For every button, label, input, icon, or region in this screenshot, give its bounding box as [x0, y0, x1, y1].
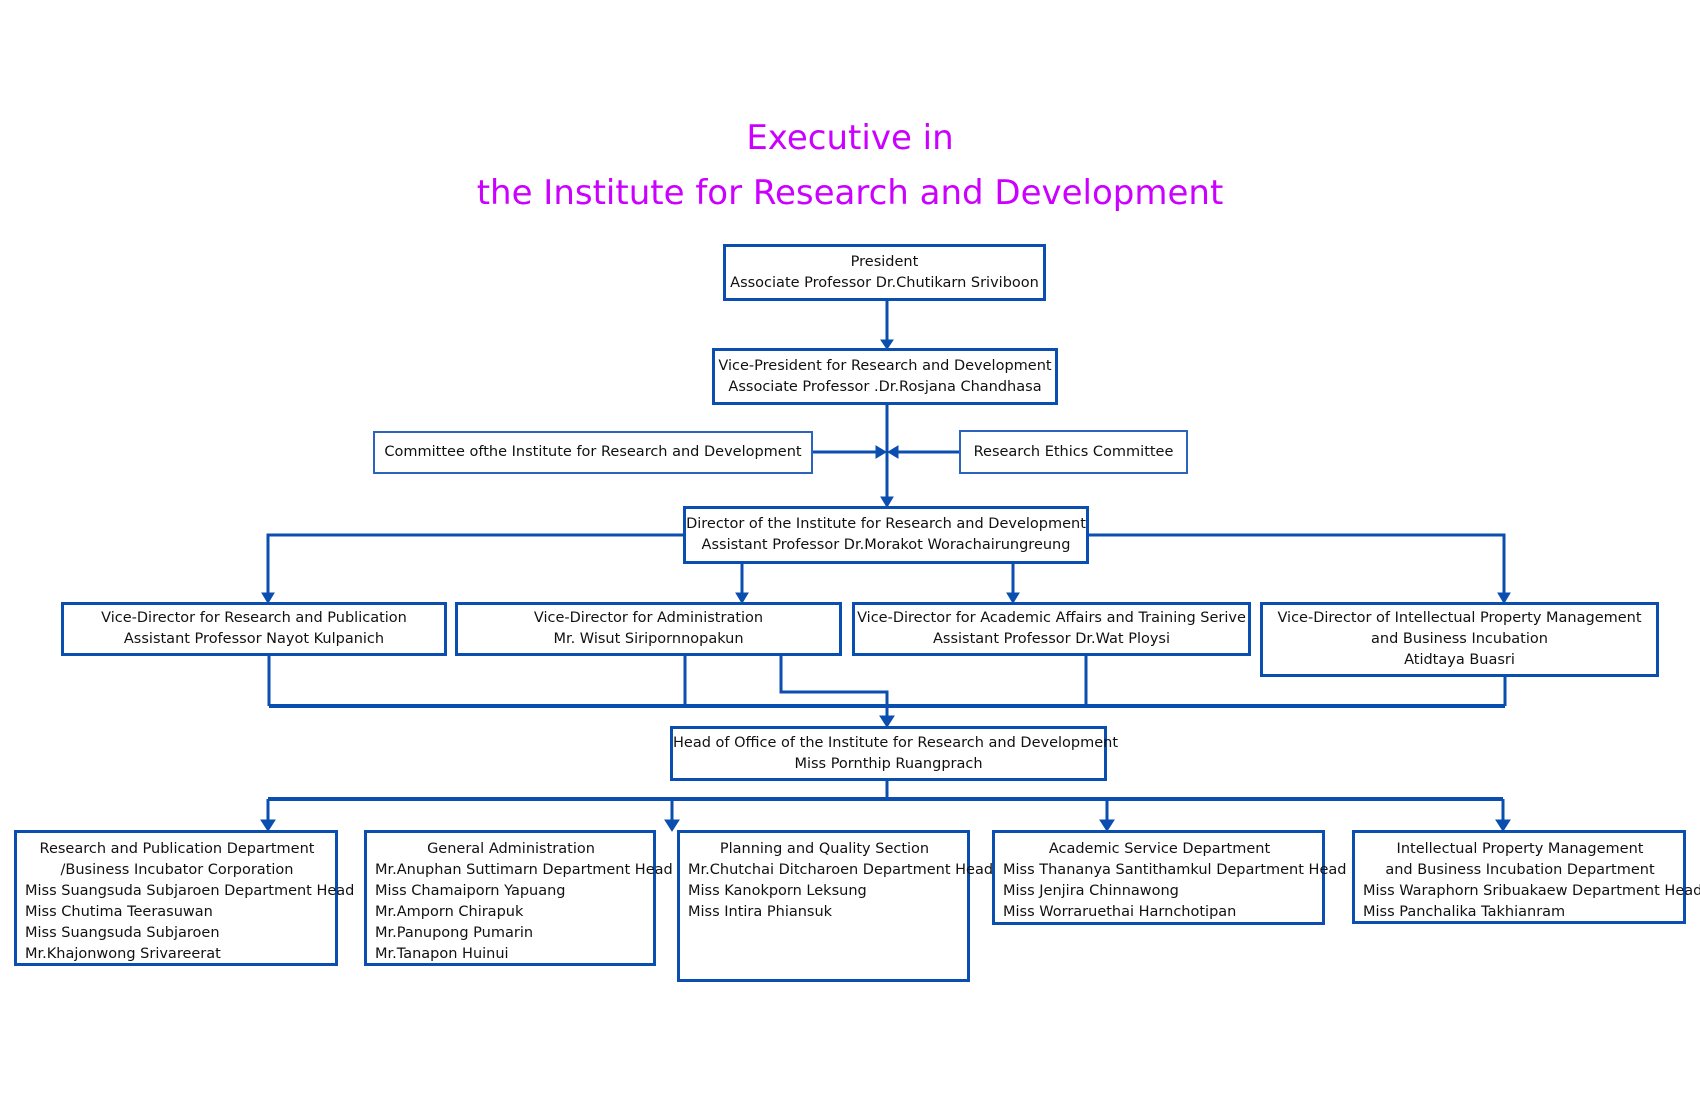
arrowhead-dept5 — [1495, 819, 1511, 832]
arrowhead-head — [879, 715, 895, 728]
department-member: Miss Waraphorn Sribuakaew Department Hea… — [1363, 883, 1700, 899]
director-box: Director of the Institute for Research a… — [683, 506, 1089, 564]
arrowhead-committee — [875, 445, 887, 459]
chart-title-line-1: Executive in — [746, 118, 954, 158]
arrowhead-vd3 — [1006, 592, 1020, 604]
vice-director-name: Atidtaya Buasri — [1404, 652, 1515, 668]
vice-director-name: Assistant Professor Nayot Kulpanich — [123, 631, 385, 647]
department-title-cont: /Business Incubator Corporation — [60, 862, 294, 878]
vice-director-name: Assistant Professor Dr.Wat Ploysi — [932, 631, 1171, 647]
head-of-office-name: Miss Pornthip Ruangprach — [794, 755, 983, 772]
vice-director-box: Vice-Director for Administration Mr. Wis… — [455, 602, 842, 656]
department-title: General Administration — [427, 841, 595, 857]
department-member: Miss Worraruethai Harnchotipan — [1003, 904, 1237, 920]
vice-director-role: Vice-Director of Intellectual Property M… — [1277, 610, 1642, 626]
department-title: Intellectual Property Management — [1396, 841, 1644, 857]
ethics-committee-label: Research Ethics Committee — [973, 443, 1174, 460]
department-title: Research and Publication Department — [39, 841, 315, 857]
vice-director-role: Vice-Director for Academic Affairs and T… — [857, 610, 1246, 626]
vice-director-role-cont: and Business Incubation — [1371, 631, 1548, 647]
vice-president-box: Vice-President for Research and Developm… — [712, 348, 1058, 405]
department-member: Miss Chamaiporn Yapuang — [375, 883, 566, 899]
president-role: President — [850, 253, 919, 270]
department-title-cont: and Business Incubation Department — [1385, 862, 1655, 878]
arrowhead-dept4 — [1099, 819, 1115, 832]
department-box: Academic Service Department Miss Thanany… — [992, 830, 1347, 925]
department-member: Mr.Khajonwong Srivareerat — [25, 946, 221, 962]
department-member: Mr.Anuphan Suttimarn Department Head — [375, 862, 673, 878]
department-member: Mr.Tanapon Huinui — [375, 946, 509, 962]
department-box: General Administration Mr.Anuphan Suttim… — [364, 830, 673, 966]
vice-director-box: Vice-Director for Research and Publicati… — [61, 602, 447, 656]
department-member: Miss Chutima Teerasuwan — [25, 904, 213, 920]
department-member: Miss Suangsuda Subjaroen — [25, 925, 220, 941]
head-of-office-box: Head of Office of the Institute for Rese… — [670, 726, 1119, 781]
arrowhead-dept3 — [664, 819, 680, 832]
department-box: Planning and Quality Section Mr.Chutchai… — [677, 830, 994, 982]
president-box: President Associate Professor Dr.Chutika… — [723, 244, 1046, 301]
arrowhead-vd1 — [261, 592, 275, 604]
vice-director-box: Vice-Director for Academic Affairs and T… — [852, 602, 1251, 656]
connector-director-right — [1089, 533, 1506, 594]
department-box: Intellectual Property Management and Bus… — [1352, 830, 1700, 924]
department-member: Mr.Amporn Chirapuk — [375, 904, 524, 920]
institute-committee-box: Committee ofthe Institute for Research a… — [373, 431, 813, 474]
department-box: Research and Publication Department /Bus… — [14, 830, 355, 966]
arrowhead-dept1 — [260, 819, 276, 832]
head-of-office-role: Head of Office of the Institute for Rese… — [673, 734, 1119, 751]
vice-president-name: Associate Professor .Dr.Rosjana Chandhas… — [728, 378, 1042, 395]
connector-director-left — [266, 533, 683, 594]
department-member: Miss Intira Phiansuk — [688, 904, 833, 920]
chart-title-line-2: the Institute for Research and Developme… — [476, 173, 1224, 213]
vice-director-role: Vice-Director for Administration — [533, 610, 764, 626]
director-name: Assistant Professor Dr.Morakot Worachair… — [701, 537, 1071, 553]
vice-director-box: Vice-Director of Intellectual Property M… — [1260, 602, 1659, 677]
vice-director-name: Mr. Wisut Siripornnopakun — [553, 631, 744, 647]
vice-president-role: Vice-President for Research and Developm… — [718, 357, 1052, 374]
department-member: Mr.Chutchai Ditcharoen Department Head — [688, 862, 994, 878]
department-member: Mr.Panupong Pumarin — [375, 925, 534, 941]
department-member: Miss Kanokporn Leksung — [688, 883, 867, 899]
department-title: Planning and Quality Section — [719, 841, 930, 857]
arrowhead-director — [880, 496, 894, 508]
director-role: Director of the Institute for Research a… — [686, 516, 1086, 532]
department-member: Miss Panchalika Takhianram — [1363, 904, 1566, 920]
ethics-committee-box: Research Ethics Committee — [959, 430, 1188, 474]
institute-committee-label: Committee ofthe Institute for Research a… — [384, 444, 802, 460]
vice-director-role: Vice-Director for Research and Publicati… — [101, 610, 407, 626]
arrowhead-vd2 — [735, 592, 749, 604]
department-member: Miss Suangsuda Subjaroen Department Head — [25, 883, 355, 899]
president-name: Associate Professor Dr.Chutikarn Srivibo… — [730, 274, 1039, 291]
department-title: Academic Service Department — [1048, 841, 1271, 857]
department-member: Miss Jenjira Chinnawong — [1003, 883, 1179, 899]
arrowhead-vd4 — [1497, 592, 1511, 604]
arrowhead-vp — [880, 339, 894, 350]
arrowhead-ethics — [887, 445, 899, 459]
department-member: Miss Thananya Santithamkul Department He… — [1003, 862, 1347, 878]
connector-vd2-elbow — [779, 656, 889, 718]
